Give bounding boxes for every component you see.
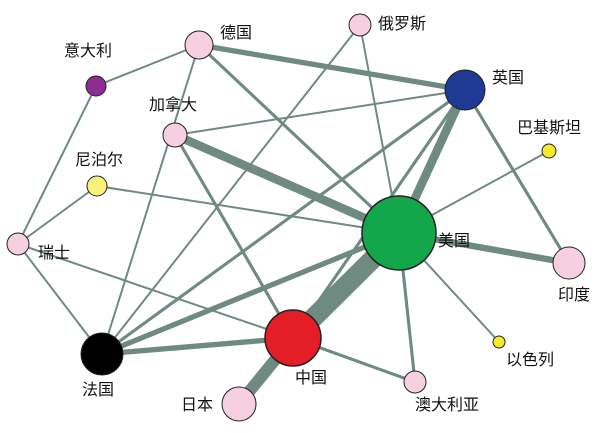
- node-niboer: [86, 175, 108, 197]
- node-label-jianada: 加拿大: [149, 95, 197, 114]
- edge-zhongguo-faguo: [101, 335, 294, 357]
- node-label-riben: 日本: [181, 395, 213, 414]
- node-label-meiguo: 美国: [438, 231, 470, 250]
- node-zhongguo: [264, 309, 322, 367]
- node-aodaliya: [403, 370, 427, 394]
- node-yiselie: [492, 335, 506, 349]
- edge-jianada-zhongguo: [173, 134, 295, 339]
- node-riben: [221, 386, 257, 422]
- edge-ruishi-faguo: [17, 243, 103, 355]
- node-label-yingguo: 英国: [492, 68, 524, 87]
- node-label-ruishi: 瑞士: [38, 243, 70, 262]
- node-ruishi: [6, 232, 30, 256]
- node-label-yiselie: 以色列: [506, 350, 554, 369]
- edge-jianada-meiguo: [173, 131, 401, 237]
- node-deguo: [184, 30, 214, 60]
- node-eluosi: [348, 13, 372, 37]
- node-meiguo: [361, 195, 437, 271]
- nodes-layer: [6, 13, 586, 422]
- node-label-yindu: 印度: [558, 285, 590, 304]
- node-label-zhongguo: 中国: [295, 368, 327, 387]
- edge-deguo-faguo: [101, 44, 200, 355]
- edge-yidali-deguo: [95, 44, 200, 87]
- edge-niboer-ruishi: [17, 185, 98, 245]
- edge-yingguo-faguo: [101, 88, 466, 356]
- node-bajisitan: [541, 143, 557, 159]
- node-label-faguo: 法国: [82, 380, 114, 399]
- node-label-bajisitan: 巴基斯坦: [517, 118, 581, 137]
- node-yindu: [552, 246, 586, 280]
- edge-deguo-yingguo: [198, 42, 466, 93]
- node-label-eluosi: 俄罗斯: [378, 14, 426, 33]
- node-label-niboer: 尼泊尔: [75, 150, 123, 169]
- edge-niboer-meiguo: [96, 185, 400, 234]
- edge-yidali-ruishi: [17, 85, 97, 245]
- node-label-aodaliya: 澳大利亚: [415, 395, 479, 414]
- node-label-yidali: 意大利: [64, 41, 112, 60]
- edge-meiguo-faguo: [101, 230, 400, 357]
- edge-jianada-yingguo: [174, 89, 466, 136]
- node-label-deguo: 德国: [220, 23, 252, 42]
- edge-deguo-meiguo: [197, 43, 401, 235]
- node-yidali: [85, 75, 107, 97]
- node-faguo: [80, 332, 124, 376]
- node-yingguo: [444, 69, 486, 111]
- edge-yingguo-yindu: [463, 89, 571, 264]
- node-jianada: [162, 122, 188, 148]
- edge-eluosi-faguo: [101, 24, 361, 355]
- edge-ruishi-zhongguo: [17, 243, 294, 339]
